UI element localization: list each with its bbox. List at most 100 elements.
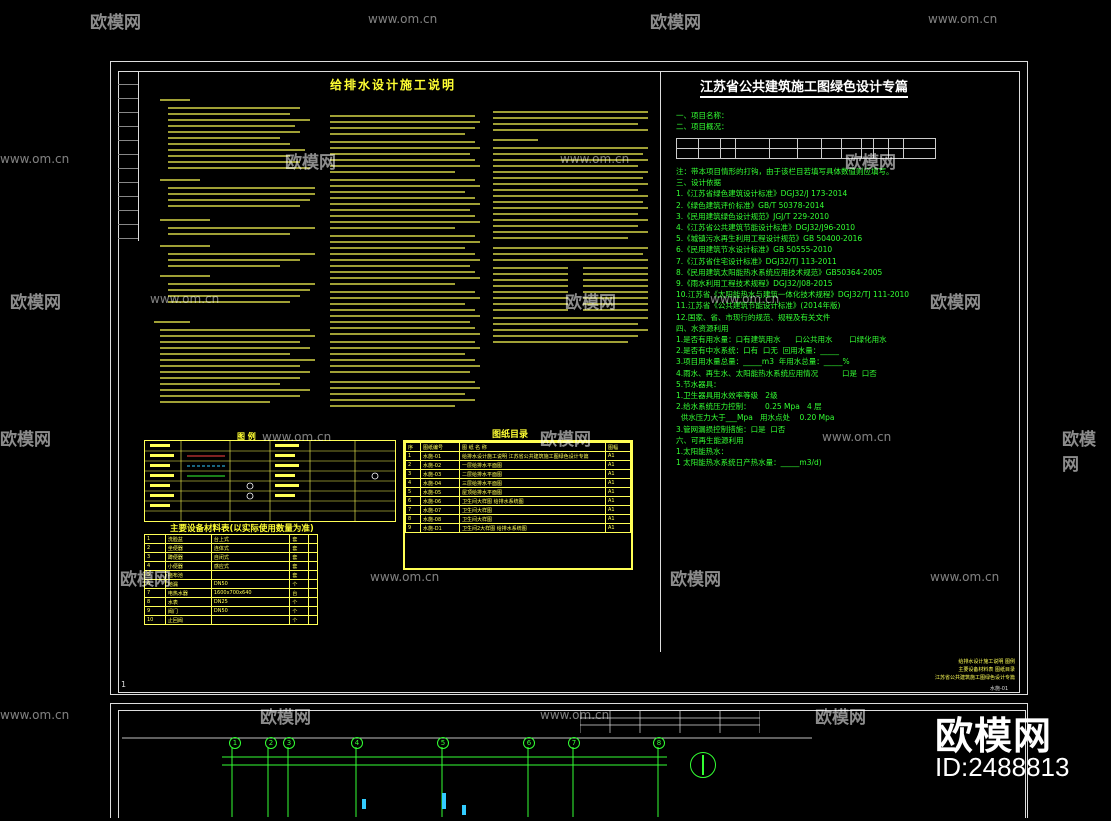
materials-cell-unit: 套 <box>289 552 309 562</box>
watermark: 欧模网 <box>815 708 866 728</box>
watermark-url: www.om.cn <box>0 152 70 166</box>
catalog-cell-size: A1 <box>605 487 631 497</box>
materials-cell-unit: 套 <box>289 570 309 580</box>
second-sheet-title-grid <box>579 711 761 733</box>
stamp-line-3: 江苏省公共建筑施工图绿色设计专篇 <box>934 675 1015 681</box>
notes-column-3 <box>488 108 653 378</box>
watermark: 欧模网 <box>565 293 616 313</box>
catalog-cell-code: 水施-02 <box>420 460 460 470</box>
materials-cell-note <box>307 543 319 553</box>
materials-title: 主要设备材料表(以实际使用数量为准) <box>170 524 314 534</box>
north-arrow-icon <box>690 752 716 778</box>
catalog-cell-name: 三层给排水平面图 <box>459 478 606 488</box>
materials-cell-unit: 个 <box>289 615 309 625</box>
notes-column-2 <box>325 96 485 426</box>
materials-cell-note <box>307 579 319 589</box>
materials-cell-name: 水表 <box>164 597 212 607</box>
watermark: 欧模网 <box>285 153 336 173</box>
axis-label-6: 6 <box>523 737 535 749</box>
catalog-cell-name: 二层给排水平面图 <box>459 469 606 479</box>
project-overview-table <box>675 138 937 159</box>
materials-cell-name: 洗脸盆 <box>164 534 212 544</box>
sheet-number: 水施-01 <box>990 686 1009 692</box>
watermark: 欧模网 <box>930 293 981 313</box>
watermark: 欧模网 <box>650 13 701 33</box>
watermark: 欧模网 <box>10 293 61 313</box>
watermark: 欧模网 <box>1062 430 1096 475</box>
watermark-url: www.om.cn <box>540 708 610 722</box>
watermark: 欧模网 <box>0 430 51 450</box>
watermark-url: www.om.cn <box>928 12 998 26</box>
watermark: 欧模网 <box>260 708 311 728</box>
watermark: 欧模网 <box>670 570 721 590</box>
catalog-cell-no: 8 <box>405 514 421 524</box>
catalog-cell-code: 水施-01 <box>420 451 460 461</box>
catalog-cell-name: 屋顶给排水平面图 <box>459 487 606 497</box>
green-design-text: 一、项目名称： 二、项目概况： 注：带本项目情形的打钩，由于该栏目若填写具体数值… <box>676 111 910 468</box>
drawing-sheet-border <box>110 61 1028 695</box>
sheet-divider <box>660 72 661 652</box>
stamp-line-1: 给排水设计施工说明 图例 <box>958 659 1015 665</box>
materials-cell-name: 拖布池 <box>164 570 212 580</box>
watermark-url: www.om.cn <box>710 292 780 306</box>
materials-cell-spec: 连体式 <box>210 543 291 553</box>
brand-logo: 欧模网 <box>935 714 1053 758</box>
materials-cell-unit: 套 <box>289 561 309 571</box>
catalog-cell-size: A1 <box>605 460 631 470</box>
notes-column-1 <box>150 96 320 416</box>
catalog-cell-name: 给排水设计施工说明 江苏省公共建筑施工图绿色设计专篇 <box>459 451 606 461</box>
materials-cell-unit: 个 <box>289 606 309 616</box>
materials-cell-unit: 个 <box>289 597 309 607</box>
axis-label-4: 4 <box>351 737 363 749</box>
watermark-url: www.om.cn <box>368 12 438 26</box>
materials-cell-spec: DN25 <box>210 597 291 607</box>
materials-cell-no: 8 <box>144 597 166 607</box>
materials-cell-unit: 套 <box>289 543 309 553</box>
watermark: 欧模网 <box>90 13 141 33</box>
materials-cell-note <box>307 534 319 544</box>
materials-cell-name: 坐便器 <box>164 543 212 553</box>
axis-label-2: 2 <box>265 737 277 749</box>
catalog-cell-name: 卫生间大样图 <box>459 514 606 524</box>
materials-cell-spec: DN50 <box>210 579 291 589</box>
materials-cell-note <box>307 588 319 598</box>
catalog-cell-no: 3 <box>405 469 421 479</box>
materials-cell-name: 阀门 <box>164 606 212 616</box>
materials-cell-note <box>307 615 319 625</box>
materials-cell-spec: 台上式 <box>210 534 291 544</box>
materials-cell-no: 1 <box>144 534 166 544</box>
materials-cell-spec: 自闭式 <box>210 552 291 562</box>
catalog-cell-size: A1 <box>605 478 631 488</box>
materials-cell-name: 小便器 <box>164 561 212 571</box>
catalog-cell-name: 卫生间大样图 <box>459 505 606 515</box>
axis-label-1: 1 <box>229 737 241 749</box>
materials-cell-note <box>307 597 319 607</box>
catalog-cell-no: 7 <box>405 505 421 515</box>
materials-cell-unit: 个 <box>289 579 309 589</box>
catalog-cell-no: 4 <box>405 478 421 488</box>
materials-cell-note <box>307 606 319 616</box>
legend-title: 图 例 <box>237 432 256 441</box>
catalog-cell-size: A1 <box>605 496 631 506</box>
materials-cell-unit: 套 <box>289 534 309 544</box>
catalog-cell-code: 水施-03 <box>420 469 460 479</box>
materials-cell-name: 电热水器 <box>164 588 212 598</box>
brand-id: ID:2488813 <box>935 752 1070 782</box>
watermark: 欧模网 <box>120 570 171 590</box>
second-sheet-border <box>110 703 1028 818</box>
catalog-cell-no: 6 <box>405 496 421 506</box>
axis-label-5: 5 <box>437 737 449 749</box>
catalog-cell-code: 水施-D1 <box>420 523 460 533</box>
materials-cell-note <box>307 561 319 571</box>
